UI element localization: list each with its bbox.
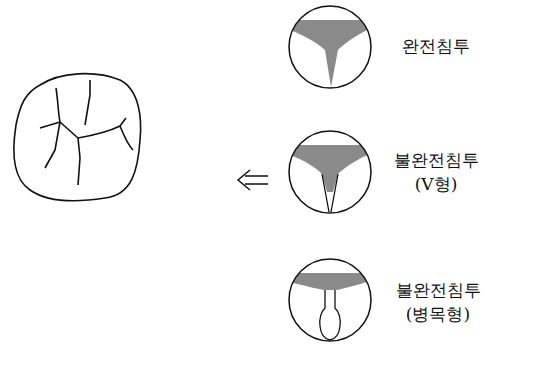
double-arrow [238, 170, 268, 190]
incomplete-penetration-bottleneck [285, 259, 375, 341]
complete-penetration [285, 6, 375, 88]
type-label: 완전침투 [381, 34, 491, 58]
tooth-outline [14, 74, 141, 201]
type-label: 불완전침투 (병목형) [383, 278, 493, 326]
type-label: 불완전침투 (V형) [381, 148, 491, 196]
incomplete-penetration-v [285, 131, 375, 213]
